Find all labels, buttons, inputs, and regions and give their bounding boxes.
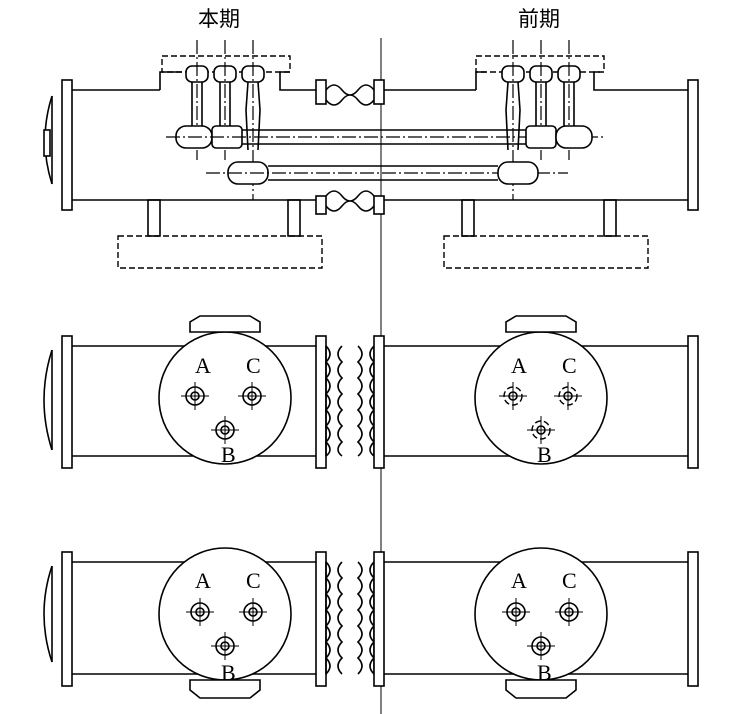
- phase-c-terminal: [238, 382, 266, 410]
- phase-b-terminal: [527, 416, 555, 444]
- left-support-base: [117, 199, 323, 269]
- phase-b-terminal: [211, 416, 239, 444]
- bellows-bottom: [325, 190, 375, 212]
- side-elevation-view: [43, 40, 699, 269]
- left-end-flange: [61, 79, 73, 211]
- label-phase-a: A: [195, 568, 211, 593]
- label-phase-b: B: [221, 660, 236, 685]
- right-support-base: [443, 199, 649, 269]
- right-end-flange: [687, 79, 699, 211]
- label-phase-c: C: [246, 568, 261, 593]
- phase-a-terminal: [502, 598, 530, 626]
- title-previous-phase: 前期: [518, 7, 560, 31]
- phase-b-terminal: [527, 632, 555, 660]
- label-phase-c: C: [562, 568, 577, 593]
- phase-a-terminal: [499, 382, 527, 410]
- title-current-phase: 本期: [198, 7, 240, 31]
- phase-c-terminal: [239, 598, 267, 626]
- label-phase-b: B: [537, 660, 552, 685]
- label-phase-b: B: [221, 442, 236, 467]
- phase-b-terminal: [211, 632, 239, 660]
- label-phase-a: A: [511, 353, 527, 378]
- phase-a-terminal: [186, 598, 214, 626]
- phase-a-terminal: [181, 382, 209, 410]
- label-phase-a: A: [511, 568, 527, 593]
- phase-c-terminal: [555, 598, 583, 626]
- label-phase-c: C: [562, 353, 577, 378]
- phase-c-terminal: [554, 382, 582, 410]
- label-phase-b: B: [537, 442, 552, 467]
- plan-view-middle: A C B A C B: [43, 315, 699, 469]
- bellows-top: [325, 84, 375, 106]
- label-phase-a: A: [195, 353, 211, 378]
- label-phase-c: C: [246, 353, 261, 378]
- plan-view-bottom: A C B A C B: [43, 547, 699, 699]
- busbar-conductors: [166, 125, 606, 185]
